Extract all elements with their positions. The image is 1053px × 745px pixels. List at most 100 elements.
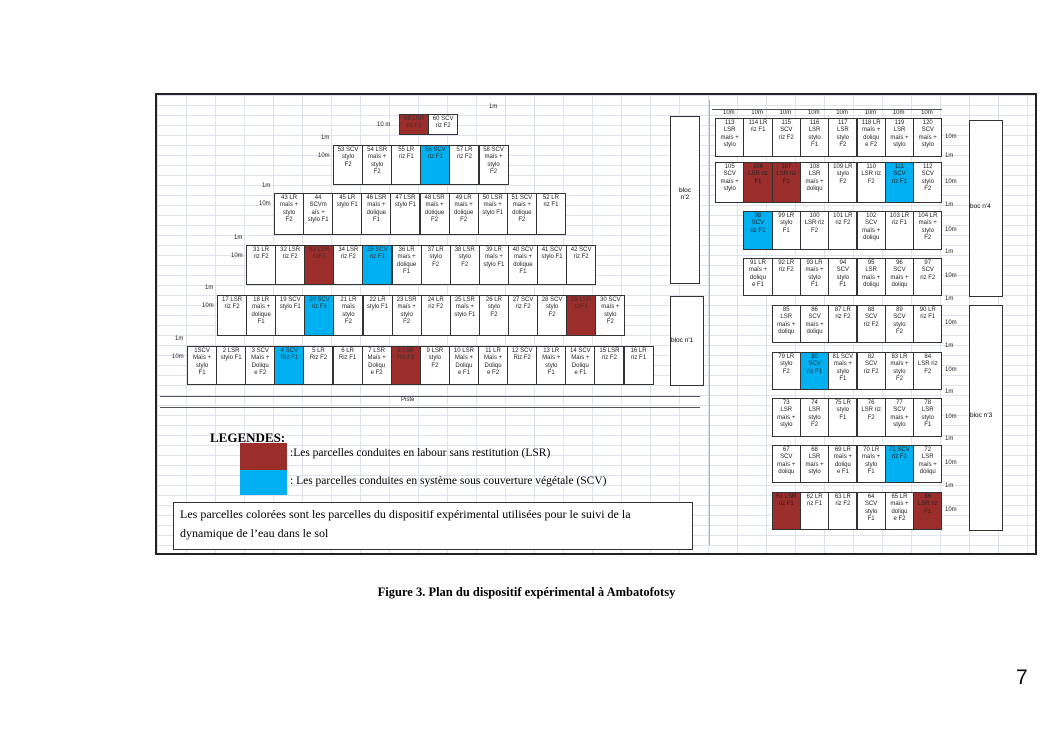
row-width-label: 10m bbox=[945, 460, 957, 466]
plot-cell: 15 LSR riz F2 bbox=[594, 346, 625, 385]
bloc-1-box: bloc n'1 bbox=[670, 296, 704, 386]
page-number: 7 bbox=[1016, 666, 1028, 689]
plot-cell: 109 LR stylo F2 bbox=[828, 162, 858, 203]
plot-cell: 65 LR maïs + doliqu e F2 bbox=[884, 492, 915, 530]
plot-cell: 26 LR stylo F2 bbox=[478, 295, 509, 336]
plot-cell: 85 LSR maïs + doliqu bbox=[771, 305, 801, 343]
row-width-label: 10m bbox=[945, 226, 957, 233]
plot-cell: 50 LSR maïs + stylo F1 bbox=[477, 193, 508, 235]
plot-cell: 102 SCV maïs + doliqu bbox=[856, 211, 886, 250]
plot-cell: 78 LSR stylo F1 bbox=[913, 398, 943, 437]
plot-cell: 114 LR riz F1 bbox=[743, 118, 773, 157]
plot-cell: 90 LR riz F1 bbox=[913, 305, 943, 343]
plot-cell: 13 LR Maïs + stylo F1 bbox=[536, 346, 567, 385]
plot-cell: 43 LR maïs + stylo F2 bbox=[274, 193, 305, 235]
plot-cell: 45 LR stylo F1 bbox=[332, 193, 363, 235]
plot-cell: 72 LSR maïs + doliqu bbox=[913, 445, 943, 483]
plot-cell: 83 LR maïs + stylo F2 bbox=[884, 352, 915, 390]
plot-cell: 6 LR Riz F1 bbox=[332, 346, 363, 385]
plot-cell: 27 SCV riz F2 bbox=[508, 295, 539, 336]
plot-cell: 82 SCV riz F2 bbox=[856, 352, 886, 390]
plot-cell: 59 LSR riz F1 bbox=[399, 114, 430, 135]
row-width-label: 10m bbox=[945, 413, 957, 420]
plot-cell: 23 LSR maïs + stylo F2 bbox=[391, 295, 422, 336]
plot-cell: 32 LSR riz F2 bbox=[275, 245, 306, 285]
piste-line-bottom bbox=[160, 407, 700, 408]
row-gap-label: 1m bbox=[945, 249, 954, 255]
plot-cell: 116 LSR stylo F1 bbox=[799, 118, 830, 157]
row-width-label: 10m bbox=[945, 178, 957, 185]
plot-cell: 99 LR stylo F1 bbox=[771, 211, 801, 250]
plot-cell: 46 LSR maïs + dolique F1 bbox=[361, 193, 392, 235]
plot-cell: 20 SCV riz F1 bbox=[304, 295, 335, 336]
piste-label: Piste bbox=[401, 397, 415, 403]
plot-cell: 75 LR stylo F1 bbox=[828, 398, 858, 437]
plot-cell: 87 LR riz F2 bbox=[828, 305, 858, 343]
plot-cell: 96 SCV maïs + doliqu bbox=[884, 258, 915, 296]
legend-lsr-text: :Les parcelles conduites en labour sans … bbox=[290, 447, 551, 459]
plot-cell: 11 LR Maïs + Doliqu e F2 bbox=[478, 346, 509, 385]
plot-cell: 120 SCV maïs + stylo bbox=[913, 118, 943, 157]
plot-cell: 88 SCV riz F2 bbox=[856, 305, 886, 343]
plot-cell: 67 SCV maïs + doliqu bbox=[771, 445, 801, 483]
plot-cell: 94 SCV stylo F1 bbox=[828, 258, 858, 296]
right-panel-divider bbox=[709, 100, 710, 545]
plot-cell: 108 LSR maïs + doliqu bbox=[799, 162, 830, 203]
plot-cell: 119 LSR maïs + stylo bbox=[884, 118, 915, 157]
plot-cell: 64 SCV stylo F1 bbox=[856, 492, 886, 530]
plot-cell: 36 LR maïs + dolique F1 bbox=[391, 245, 422, 285]
row-gap-label: 1m bbox=[234, 235, 243, 241]
row-gap-label: 1m bbox=[945, 202, 954, 208]
plot-cell: 10 LSR Maïs + Doliqu e F1 bbox=[448, 346, 479, 385]
plot-cell: 52 LR riz F1 bbox=[535, 193, 566, 235]
plot-cell: 117 LSR stylo F2 bbox=[828, 118, 858, 157]
plot-cell: 53 SCV stylo F2 bbox=[333, 145, 364, 185]
plot-cell: 79 LR stylo F2 bbox=[771, 352, 801, 390]
plot-cell: 74 LSR stylo F2 bbox=[799, 398, 830, 437]
row-width-label: 10m bbox=[318, 153, 330, 159]
legend-scv-text: : Les parcelles conduites en système sou… bbox=[290, 475, 607, 487]
row-width-label: 10m bbox=[231, 253, 243, 259]
plot-cell: 22 LR stylo F1 bbox=[362, 295, 393, 336]
row-width-label: 10m bbox=[945, 273, 957, 279]
column-width-label: 10m bbox=[779, 110, 792, 116]
plot-cell: 93 LR maïs + stylo F1 bbox=[799, 258, 830, 296]
bloc-2-box: bloc n'2 bbox=[670, 116, 700, 284]
plot-cell: 60 SCV riz F2 bbox=[428, 114, 459, 135]
row-width-label: 10m bbox=[945, 320, 957, 326]
plot-cell: 69 LR maïs + doliqu e F1 bbox=[828, 445, 858, 483]
row-width-label: 10m bbox=[259, 201, 271, 207]
plot-cell: 76 LSR riz F2 bbox=[856, 398, 886, 437]
row-width-label: 10m bbox=[172, 354, 184, 360]
row-gap-label: 1m bbox=[945, 483, 954, 489]
plot-cell: 81 SCV maïs + stylo F1 bbox=[828, 352, 858, 390]
plot-cell: 63 LR riz F2 bbox=[828, 492, 858, 530]
note-box: Les parcelles colorées sont les parcelle… bbox=[173, 502, 693, 550]
column-width-label: 10m bbox=[921, 110, 933, 116]
plot-cell: 62 LR riz F1 bbox=[799, 492, 830, 530]
plot-cell: 70 LR maïs + stylo F1 bbox=[856, 445, 886, 483]
plot-cell: 4 SCV Riz F1 bbox=[274, 346, 305, 385]
plot-cell: 56 SCV riz F1 bbox=[420, 145, 451, 185]
plot-cell: 25 LSR maïs + stylo F1 bbox=[449, 295, 480, 336]
header-line bbox=[712, 109, 942, 110]
plot-cell: 80 SCV riz F1 bbox=[799, 352, 830, 390]
row-gap-label: 1m bbox=[321, 135, 330, 141]
row-gap-label: 1m bbox=[945, 389, 954, 395]
scv-swatch bbox=[240, 470, 287, 495]
plot-cell: 16 LR riz F1 bbox=[623, 346, 654, 385]
plot-cell: 92 LR riz F2 bbox=[771, 258, 801, 296]
plot-cell: 1SCV Maïs + stylo F1 bbox=[187, 346, 218, 385]
plot-cell: 97 SCV riz F2 bbox=[913, 258, 943, 296]
plot-cell: 37 LR stylo F2 bbox=[420, 245, 451, 285]
plot-cell: 41 SCV stylo F1 bbox=[537, 245, 568, 285]
plot-cell: 49 LR maïs + dolique F2 bbox=[448, 193, 479, 235]
plot-cell: 113 LSR maïs + stylo bbox=[715, 118, 745, 157]
row-gap-label: 1m bbox=[945, 153, 954, 159]
plot-cell: 106 LSR riz F1 bbox=[743, 162, 773, 203]
plot-cell: 39 LR maïs + stylo F1 bbox=[478, 245, 509, 285]
column-width-label: 10m bbox=[892, 110, 905, 116]
plot-cell: 51 SCV maïs + dolique F2 bbox=[506, 193, 537, 235]
plot-cell: 61 LSR riz F1 bbox=[771, 492, 801, 530]
plot-cell: 19 SCV stylo F1 bbox=[275, 295, 306, 336]
